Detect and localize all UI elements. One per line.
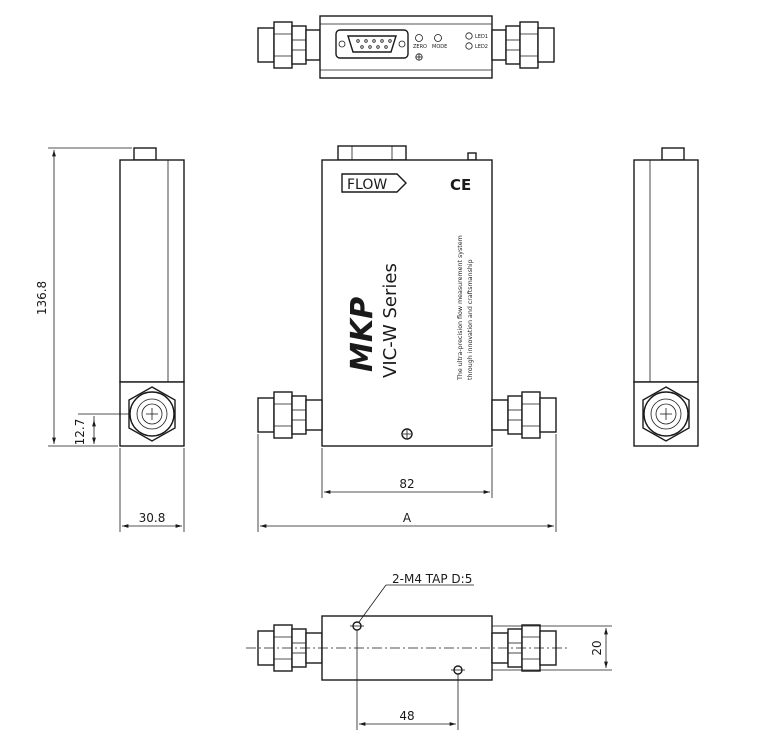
series-label: VIC-W Series (380, 263, 401, 378)
port-height-dimension: 12.7 (73, 419, 87, 446)
fitting-icon (257, 391, 323, 439)
led1-label: LED1 (475, 34, 488, 40)
led2-label: LED2 (475, 44, 488, 50)
d-sub-connector-icon (335, 29, 409, 59)
right-side-view (633, 147, 699, 447)
ce-mark: CE (450, 176, 471, 194)
flow-label: FLOW (347, 177, 387, 193)
led1-indicator (465, 32, 473, 40)
screw-icon (415, 53, 423, 61)
fitting-end-icon (128, 386, 176, 442)
fitting-icon (491, 391, 557, 439)
screw-icon (401, 428, 413, 440)
front-view: FLOW CE MKP VIC-W Series The ultra-preci… (257, 145, 557, 532)
height-dimension: 136.8 (35, 281, 49, 315)
mode-label: MODE (432, 44, 447, 50)
fitting-end-icon (642, 386, 690, 442)
mount-spacing-dimension: 48 (399, 709, 414, 723)
zero-button (415, 34, 423, 42)
tap-note: 2-M4 TAP D:5 (392, 572, 472, 586)
total-length-dimension: A (403, 511, 412, 525)
zero-label: ZERO (413, 44, 427, 50)
flow-direction-arrow (341, 173, 407, 193)
fitting-icon (257, 21, 321, 69)
led2-indicator (465, 42, 473, 50)
brand-logo: MKP (345, 297, 380, 372)
top-view: ZERO MODE LED1 LED2 (257, 15, 555, 79)
depth-dimension: 30.8 (139, 511, 166, 525)
bottom-view: 2-M4 TAP D:5 20 48 (246, 572, 612, 730)
tagline-line-1: The ultra-precision flow measurement sys… (457, 235, 464, 381)
mode-button (434, 34, 442, 42)
body-length-dimension: 82 (399, 477, 414, 491)
left-side-view: 136.8 12.7 30.8 (35, 147, 185, 532)
fitting-icon (491, 21, 555, 69)
tagline-line-2: through innovation and craftsmanship (467, 259, 474, 380)
mount-width-dimension: 20 (590, 640, 604, 655)
